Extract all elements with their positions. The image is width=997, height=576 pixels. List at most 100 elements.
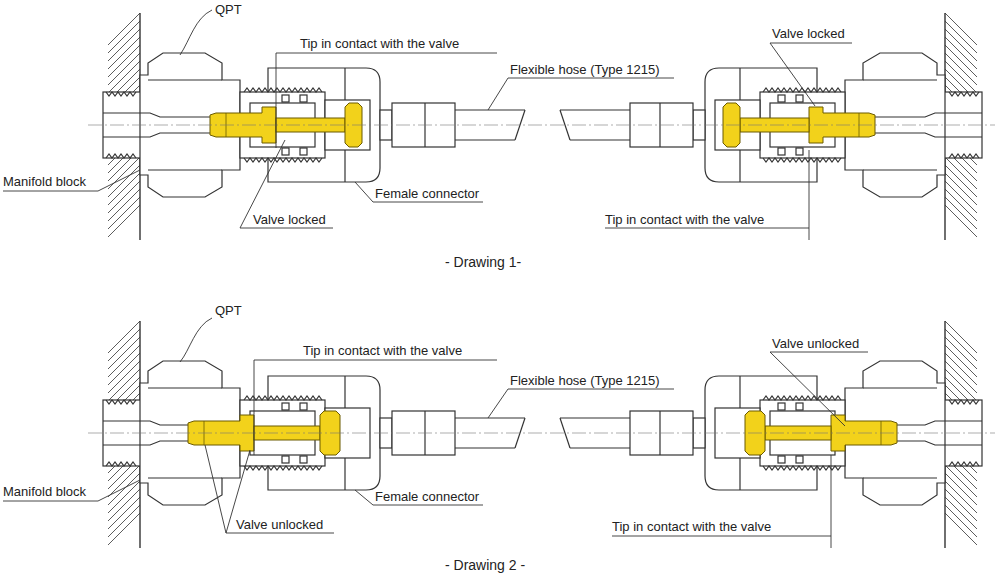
wall-hatch [108, 329, 140, 361]
wall-hatch [945, 481, 977, 513]
leader-line [240, 140, 333, 228]
leader-line [488, 78, 674, 110]
wall-hatch [945, 369, 977, 401]
wall-hatch [945, 321, 977, 353]
wall-hatch [945, 181, 977, 213]
wall-hatch [945, 345, 977, 377]
wall-hatch [108, 165, 140, 197]
wall-hatch [108, 361, 140, 393]
wall-hatch [108, 345, 140, 377]
callout-label: QPT [215, 303, 242, 318]
leader-line [612, 455, 831, 548]
wall-hatch [108, 37, 140, 69]
wall-hatch [108, 45, 140, 77]
o-ring [796, 403, 803, 410]
qpt-edge [863, 79, 937, 80]
callout-label: Tip in contact with the valve [605, 212, 764, 227]
callout-label: Valve locked [253, 212, 326, 227]
wall-hatch [945, 61, 977, 93]
wall-hatch [945, 205, 977, 237]
wall-hatch [108, 29, 140, 61]
wall-hatch [945, 353, 977, 385]
nose-thread [763, 396, 841, 400]
wall-hatch [945, 513, 977, 545]
wall-hatch [108, 497, 140, 529]
wall-hatch [945, 53, 977, 85]
callout-label: Manifold block [3, 174, 86, 189]
stub-thread [106, 154, 136, 158]
wall-hatch [108, 321, 140, 353]
wall-hatch [108, 205, 140, 237]
nose-thread [763, 88, 841, 92]
callout-label: Valve locked [772, 26, 845, 41]
stub-thread [949, 400, 979, 404]
callout-label: Valve unlocked [772, 336, 859, 351]
wall-hatch [945, 489, 977, 521]
wall-hatch [108, 473, 140, 505]
o-ring [778, 456, 785, 463]
callout-label: Female connector [375, 186, 479, 201]
qpt-edge [148, 477, 222, 478]
wall-hatch [108, 513, 140, 545]
nose-thread [763, 158, 841, 162]
wall-hatch [945, 473, 977, 505]
leader-line [488, 389, 674, 418]
nose-thread [244, 158, 322, 162]
wall-hatch [945, 45, 977, 77]
stub-thread [949, 92, 979, 96]
wall-hatch [108, 369, 140, 401]
o-ring [282, 456, 289, 463]
leader-line [3, 480, 140, 501]
o-ring [300, 403, 307, 410]
wall-hatch [108, 21, 140, 53]
nose-thread [244, 88, 322, 92]
nose-thread [763, 466, 841, 470]
wall-hatch [108, 13, 140, 45]
callout-label: Tip in contact with the valve [612, 519, 771, 534]
leader-line [355, 182, 483, 202]
callout-label: QPT [215, 2, 242, 17]
wall-hatch [945, 13, 977, 45]
callout-label: Flexible hose (Type 1215) [510, 373, 660, 388]
callout-label: Valve unlocked [236, 517, 323, 532]
wall-hatch [108, 61, 140, 93]
left-assembly [103, 13, 525, 240]
o-ring [282, 95, 289, 102]
o-ring [796, 456, 803, 463]
wall-hatch [108, 189, 140, 221]
callout-label: Manifold block [3, 484, 86, 499]
stub-thread [106, 462, 136, 466]
qpt-edge [863, 169, 937, 170]
left-assembly [103, 321, 525, 548]
leader-line [205, 445, 334, 533]
o-ring [796, 148, 803, 155]
qpt-edge [148, 79, 222, 80]
leader-line [770, 352, 868, 426]
qpt-edge [148, 387, 222, 388]
o-ring [778, 148, 785, 155]
o-ring [300, 456, 307, 463]
nose-thread [244, 466, 322, 470]
wall-hatch [945, 197, 977, 229]
callout-label: Flexible hose (Type 1215) [510, 62, 660, 77]
drawing-caption: - Drawing 1- [445, 254, 521, 270]
o-ring [282, 403, 289, 410]
wall-hatch [945, 37, 977, 69]
wall-hatch [945, 329, 977, 361]
right-assembly [560, 13, 982, 240]
wall-hatch [108, 505, 140, 537]
wall-hatch [108, 465, 140, 497]
qpt-edge [863, 477, 937, 478]
leader-line [180, 10, 212, 55]
wall-hatch [945, 21, 977, 53]
nose-thread [244, 396, 322, 400]
wall-hatch [945, 165, 977, 197]
wall-hatch [945, 497, 977, 529]
wall-hatch [945, 157, 977, 189]
stub-thread [949, 154, 979, 158]
leader-line [355, 490, 483, 505]
drawing-caption: - Drawing 2 - [445, 557, 525, 573]
leader-line [770, 43, 852, 106]
callout-label: Tip in contact with the valve [303, 343, 462, 358]
